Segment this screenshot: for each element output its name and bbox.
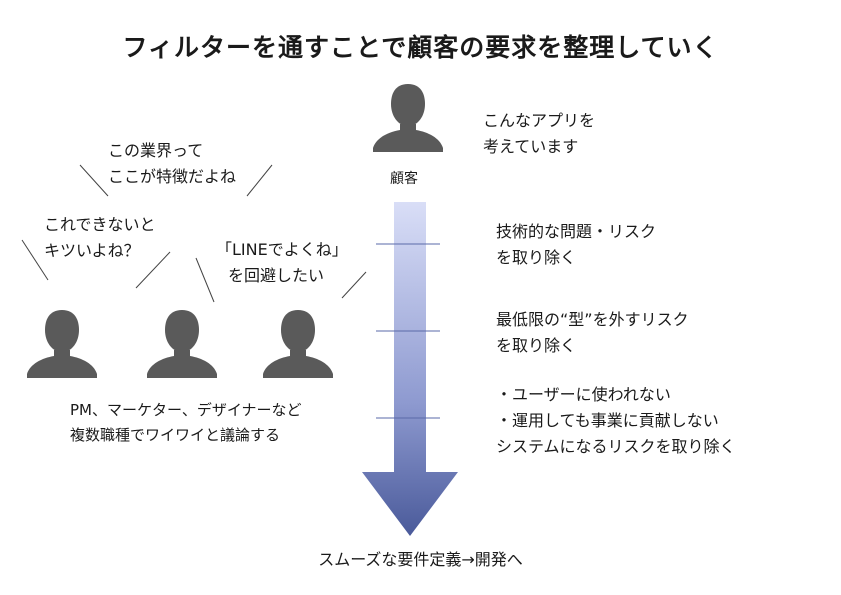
customer-speech-line: 考えています bbox=[483, 137, 579, 156]
customer-person-icon bbox=[373, 84, 443, 152]
filter-text-line: システムになるリスクを取り除く bbox=[496, 437, 736, 456]
filter-text-line: ・運用しても事業に貢献しない bbox=[496, 411, 719, 430]
filter-lines bbox=[376, 243, 440, 419]
filter-technical: 技術的な問題・リスク を取り除く bbox=[496, 219, 656, 271]
bubble-line: これできないと bbox=[44, 215, 156, 234]
customer-speech-line: こんなアプリを bbox=[483, 111, 596, 130]
speech-line bbox=[21, 239, 49, 281]
customer-speech: こんなアプリを 考えています bbox=[483, 108, 595, 160]
bubble-feature: これできないと キツいよね？ bbox=[44, 212, 156, 264]
speech-line bbox=[79, 164, 109, 197]
filter-template: 最低限の“型”を外すリスク を取り除く bbox=[496, 307, 689, 359]
bubble-line-app: 「LINEでよくね」 を回避したい bbox=[216, 237, 348, 289]
team-person-icon bbox=[27, 310, 97, 378]
speech-lines bbox=[21, 164, 367, 303]
speech-line bbox=[135, 251, 171, 289]
page-title: フィルターを通すことで顧客の要求を整理していく bbox=[122, 33, 719, 62]
bubble-line: 「LINEでよくね」 bbox=[216, 240, 348, 259]
bubble-industry: この業界って ここが特徴だよね bbox=[108, 138, 236, 190]
speech-line bbox=[246, 164, 273, 197]
bubble-line: この業界って bbox=[108, 141, 204, 160]
team-person-icon bbox=[147, 310, 217, 378]
caption-line: 複数職種でワイワイと議論する bbox=[70, 426, 281, 444]
customer-label: 顧客 bbox=[390, 171, 418, 187]
filter-business: ・ユーザーに使われない ・運用しても事業に貢献しない システムになるリスクを取り… bbox=[496, 382, 736, 460]
filter-text-line: を取り除く bbox=[496, 336, 577, 355]
result-text: スムーズな要件定義→開発へ bbox=[318, 550, 523, 569]
filter-text-line: 最低限の“型”を外すリスク bbox=[496, 310, 689, 329]
bubble-line: ここが特徴だよね bbox=[108, 167, 237, 186]
filter-text-line: を取り除く bbox=[496, 248, 577, 267]
arrow-down-icon bbox=[362, 202, 458, 536]
caption-line: PM、マーケター、デザイナーなど bbox=[70, 401, 302, 419]
filter-text-line: ・ユーザーに使われない bbox=[496, 385, 671, 404]
team-person-icon bbox=[263, 310, 333, 378]
team-caption: PM、マーケター、デザイナーなど 複数職種でワイワイと議論する bbox=[70, 398, 302, 448]
speech-line bbox=[341, 271, 367, 299]
filter-text-line: 技術的な問題・リスク bbox=[496, 222, 657, 241]
bubble-line: を回避したい bbox=[228, 266, 325, 285]
speech-line bbox=[195, 257, 215, 303]
bubble-line: キツいよね？ bbox=[44, 241, 140, 260]
